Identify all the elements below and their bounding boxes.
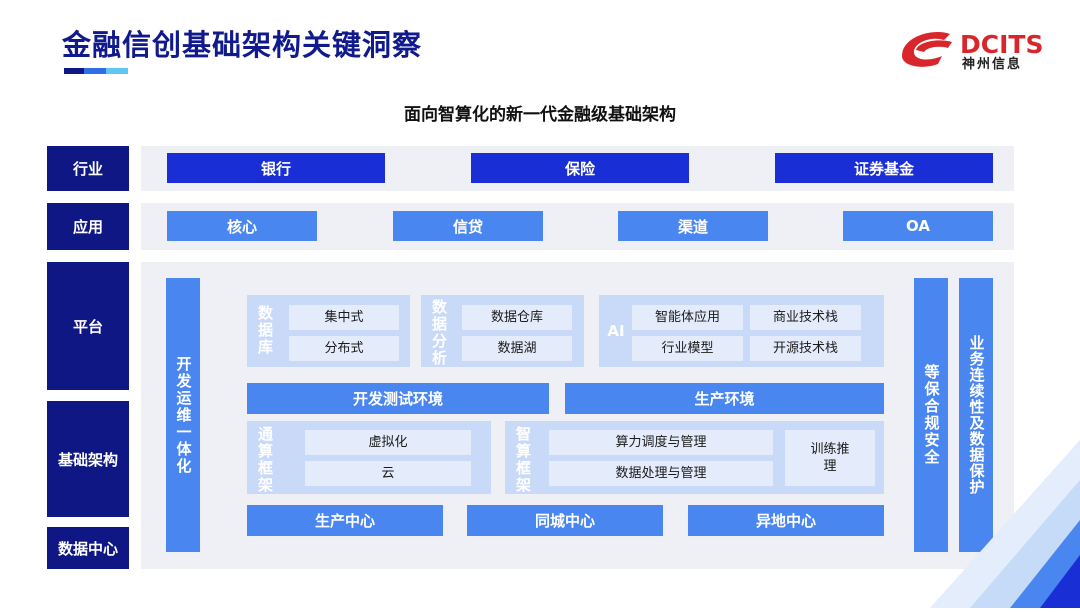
general-compute-label: 通算框架 [256,426,274,494]
dc-remote: 异地中心 [688,505,884,536]
app-credit: 信贷 [393,211,543,241]
accent-bar-dark [64,68,84,74]
smart-data-processing: 数据处理与管理 [549,461,773,486]
dev-test-env: 开发测试环境 [247,383,549,414]
smart-training-inference: 训练推理 [785,430,875,486]
smart-compute-label: 智算框架 [514,426,532,494]
general-virtualization: 虚拟化 [305,430,471,455]
database-label: 数据库 [256,305,274,356]
row-label-platform: 平台 [47,262,129,390]
accent-bar-mid [84,68,106,74]
analytics-warehouse: 数据仓库 [462,305,572,330]
industry-securities: 证券基金 [775,153,993,183]
ai-label: AI [607,322,625,340]
ai-commercial-stack: 商业技术栈 [750,305,861,330]
row-label-infrastructure: 基础架构 [47,401,129,517]
security-column: 等保合规安全 [914,278,948,552]
security-label: 等保合规安全 [922,364,941,466]
devops-label: 开发运维一体化 [174,355,193,475]
analytics-label: 数据分析 [430,299,448,367]
row-label-industry: 行业 [47,146,129,191]
dc-production: 生产中心 [247,505,443,536]
industry-bank: 银行 [167,153,385,183]
row-label-datacenter: 数据中心 [47,527,129,569]
row-label-application: 应用 [47,203,129,250]
devops-column: 开发运维一体化 [166,278,200,552]
industry-insurance: 保险 [471,153,689,183]
app-oa: OA [843,211,993,241]
app-channel: 渠道 [618,211,768,241]
app-core: 核心 [167,211,317,241]
analytics-lake: 数据湖 [462,336,572,361]
ai-agent-apps: 智能体应用 [632,305,743,330]
logo-text: DCITS [960,30,1044,59]
dcits-logo-icon [894,22,958,72]
accent-bar-light [106,68,128,74]
continuity-label: 业务连续性及数据保护 [967,335,986,495]
logo-subtext: 神州信息 [962,57,1023,72]
production-env: 生产环境 [565,383,884,414]
corner-decoration [900,440,1080,608]
smart-scheduling: 算力调度与管理 [549,430,773,455]
page-title: 金融信创基础架构关键洞察 [62,28,423,62]
ai-opensource-stack: 开源技术栈 [750,336,861,361]
database-centralized: 集中式 [289,305,399,330]
diagram-title: 面向智算化的新一代金融级基础架构 [404,105,676,125]
general-cloud: 云 [305,461,471,486]
dc-same-city: 同城中心 [467,505,663,536]
ai-industry-model: 行业模型 [632,336,743,361]
continuity-column: 业务连续性及数据保护 [959,278,993,552]
database-distributed: 分布式 [289,336,399,361]
